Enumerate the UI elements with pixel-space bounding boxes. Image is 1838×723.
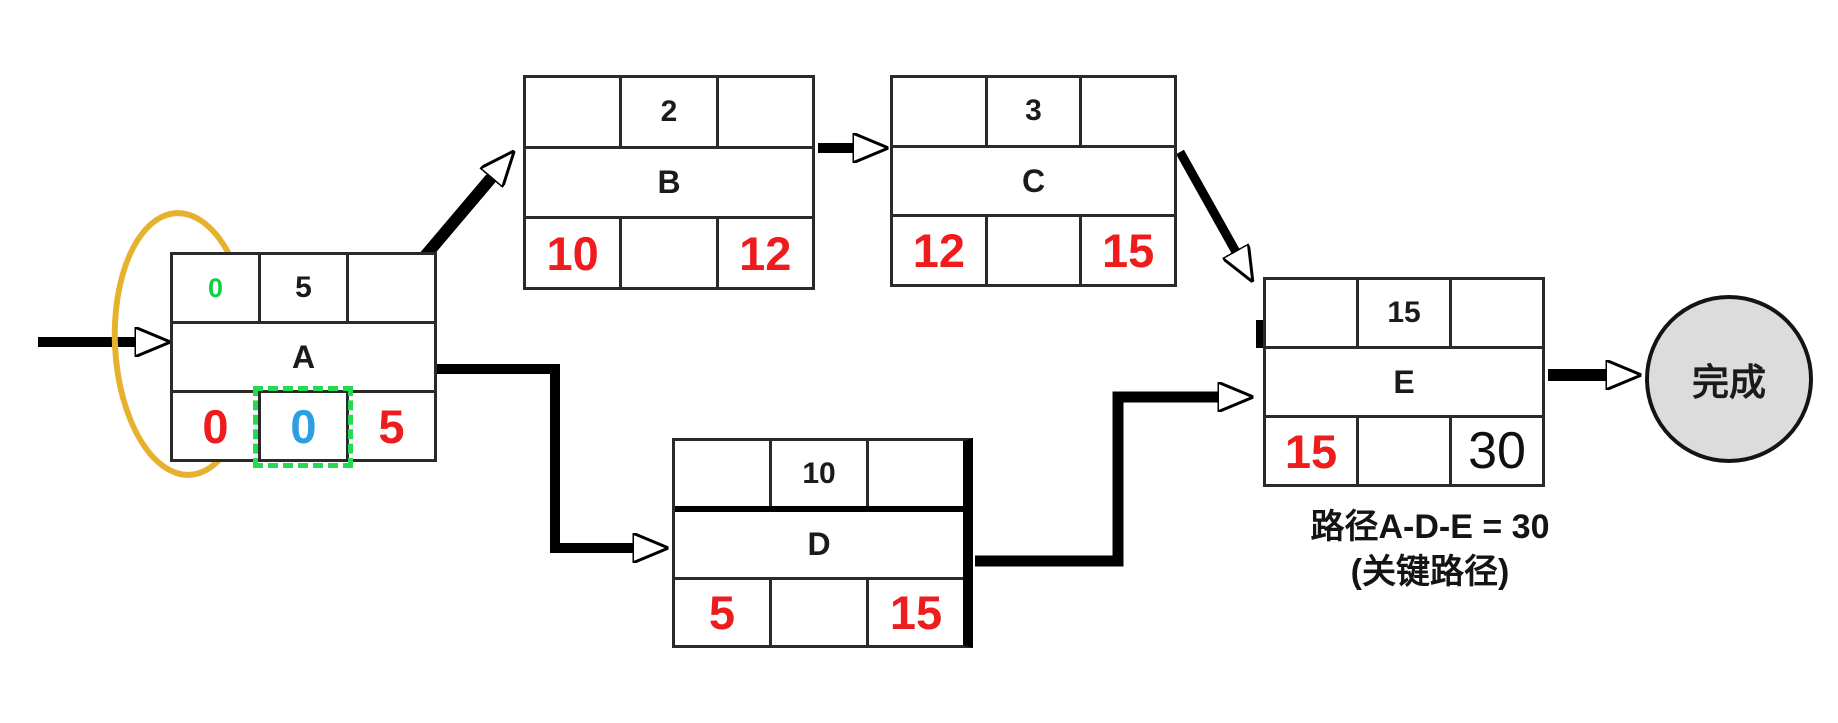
cell-D-duration: 10 (769, 441, 866, 506)
cell-A-top-right (346, 255, 434, 321)
node-C-bottom-row: 12 15 (893, 217, 1174, 285)
activity-node-A: 0 5 A 0 0 5 (170, 252, 437, 462)
finish-node: 完成 (1645, 295, 1813, 463)
cell-A-bottom-right: 5 (346, 393, 434, 459)
green-dashed-highlight-box (253, 386, 353, 468)
critical-path-caption: 路径A-D-E = 30 (关键路径) (1240, 505, 1620, 595)
cell-D-bottom-left: 5 (708, 586, 736, 639)
cell-E-top-right (1449, 280, 1542, 346)
caption-line-1: 路径A-D-E = 30 (1310, 508, 1550, 546)
node-B-bottom-row: 10 12 (526, 219, 812, 288)
cell-D-bottom-middle (769, 580, 866, 645)
node-A-label-row: A (173, 321, 434, 393)
node-E-top-row: 15 (1266, 280, 1542, 346)
cell-D-bottom-right: 15 (866, 580, 963, 645)
arrow-A-to-D (437, 364, 634, 548)
activity-node-E: 15 E 15 30 (1263, 277, 1545, 487)
cell-C-top-right (1079, 78, 1174, 145)
node-D-label-row: D (675, 506, 963, 580)
node-C-top-row: 3 (893, 78, 1174, 145)
stray-mark (1256, 320, 1263, 348)
arrow-A-to-B (415, 177, 492, 266)
node-E-label-row: E (1266, 346, 1542, 418)
cell-E-bottom-right: 30 (1449, 418, 1542, 484)
activity-node-C: 3 C 12 15 (890, 75, 1177, 287)
cell-D-top-right (866, 441, 963, 506)
node-C-label: C (1021, 162, 1046, 199)
node-A-bottom-row: 0 0 5 (173, 393, 434, 459)
cell-E-duration: 15 (1356, 280, 1449, 346)
cell-C-top-left (893, 78, 985, 145)
arrow-C-to-E (1176, 149, 1236, 252)
node-B-top-row: 2 (526, 78, 812, 146)
activity-node-D: 10 D 5 15 (672, 438, 973, 648)
node-B-label: B (657, 164, 681, 200)
cell-B-bottom-right: 12 (715, 219, 812, 288)
cell-B-top-left (526, 78, 619, 146)
node-C-label-row: C (893, 144, 1174, 218)
cell-C-bottom-middle (984, 217, 1080, 285)
cell-C-bottom-left: 12 (912, 224, 965, 278)
node-A-label: A (291, 338, 316, 375)
cell-A-top-left: 0 (207, 272, 224, 303)
cell-D-top-left (675, 441, 769, 506)
caption-line-2: (关键路径) (1350, 552, 1510, 591)
node-D-label: D (807, 526, 831, 562)
activity-node-B: 2 B 10 12 (523, 75, 815, 290)
cell-E-bottom-left: 15 (1284, 424, 1338, 478)
cell-B-bottom-middle (619, 219, 715, 288)
cell-E-top-left (1266, 280, 1356, 346)
cell-A-bottom-left: 0 (202, 399, 229, 453)
cell-B-top-right (715, 78, 812, 146)
finish-node-label: 完成 (1692, 362, 1766, 403)
cell-A-bottom-middle: 0 (258, 393, 346, 459)
cell-C-bottom-right: 15 (1079, 217, 1174, 285)
node-D-top-row: 10 (675, 441, 963, 506)
node-D-bottom-row: 5 15 (675, 580, 963, 645)
node-A-top-row: 0 5 (173, 255, 434, 321)
cell-C-duration: 3 (984, 78, 1080, 145)
cell-A-duration: 5 (258, 255, 346, 321)
cell-B-bottom-left: 10 (546, 226, 599, 280)
cell-E-bottom-middle (1356, 418, 1449, 484)
node-B-label-row: B (526, 145, 812, 220)
node-E-bottom-row: 15 30 (1266, 418, 1542, 484)
arrow-D-to-E (975, 397, 1219, 567)
node-E-label: E (1393, 363, 1415, 400)
cell-B-duration: 2 (619, 78, 715, 146)
